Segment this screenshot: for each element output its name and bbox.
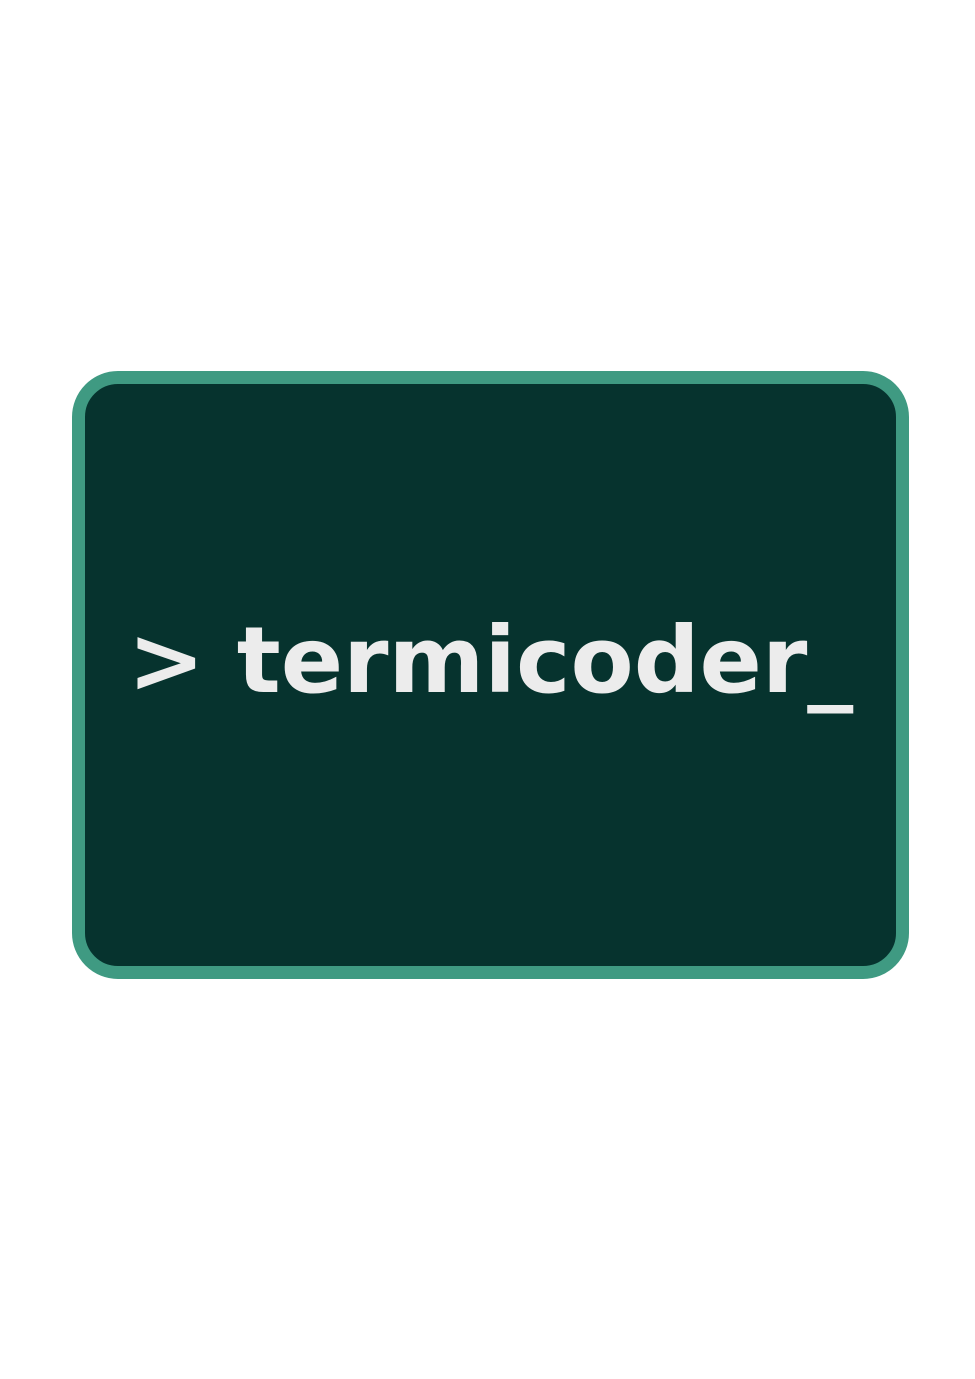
logo-card: > termicoder_ bbox=[72, 371, 909, 979]
logo-text: > termicoder_ bbox=[127, 607, 854, 714]
